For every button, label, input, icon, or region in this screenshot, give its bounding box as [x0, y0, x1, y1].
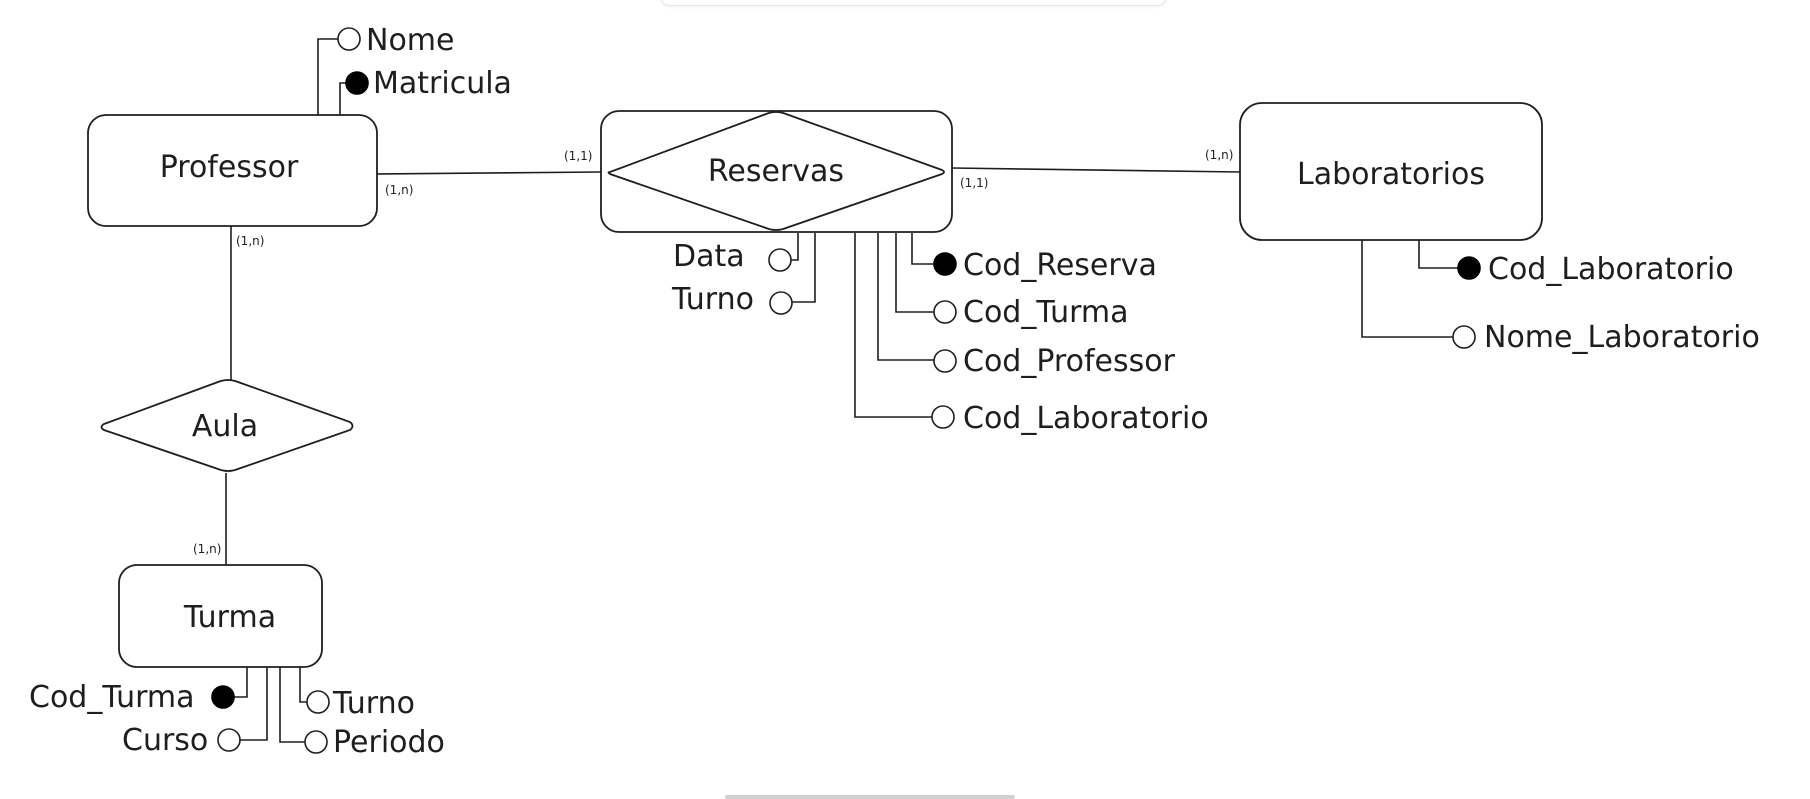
attribute-cod-turma-dot[interactable] — [933, 300, 957, 324]
connector-reservas-cod-reserva — [911, 233, 934, 265]
attribute-turma-periodo-label: Periodo — [333, 725, 445, 760]
connector-turma-cod-turma — [234, 667, 248, 698]
attribute-lab-cod-laboratorio-label: Cod_Laboratorio — [1488, 252, 1734, 287]
attribute-turno-dot[interactable] — [769, 291, 793, 315]
entity-reservas-label: Reservas — [708, 154, 844, 189]
cardinality-laboratorios-reservas: (1,n) — [1205, 148, 1233, 162]
attribute-nome-dot[interactable] — [337, 27, 361, 51]
entity-professor[interactable]: Professor — [87, 114, 378, 227]
connector-professor-nome — [317, 38, 338, 115]
connector-lab-cod-laboratorio — [1418, 240, 1458, 269]
entity-turma-label: Turma — [183, 600, 276, 635]
horizontal-scrollbar[interactable] — [725, 795, 1015, 799]
relationship-aula-label: Aula — [192, 409, 258, 444]
connector-turma-curso — [240, 667, 268, 741]
attribute-professor-nome-label: Nome — [366, 23, 454, 58]
attribute-reservas-cod-turma-label: Cod_Turma — [963, 295, 1129, 330]
relationship-aula-diamond[interactable] — [100, 379, 354, 472]
attribute-reservas-cod-reserva-label: Cod_Reserva — [963, 248, 1157, 283]
entity-turma[interactable]: Turma — [118, 564, 323, 668]
attribute-reservas-turno-label: Turno — [671, 282, 754, 317]
attribute-cod-reserva-key-dot[interactable] — [933, 252, 957, 276]
entity-laboratorios-label: Laboratorios — [1297, 157, 1485, 192]
attribute-turma-turno-dot[interactable] — [306, 690, 330, 714]
connector-turma-turno — [299, 667, 307, 703]
attribute-turma-curso-label: Curso — [122, 723, 208, 758]
attribute-cod-laboratorio-dot[interactable] — [931, 405, 955, 429]
entity-reservas[interactable]: Reservas — [600, 110, 953, 233]
attribute-cod-professor-dot[interactable] — [933, 349, 957, 373]
connector-reservas-turno — [792, 233, 816, 303]
attribute-turma-periodo-dot[interactable] — [304, 730, 328, 754]
connector-turma-periodo — [279, 667, 305, 743]
connector-reservas-data — [791, 233, 799, 261]
cardinality-professor-aula: (1,n) — [236, 234, 264, 248]
entity-professor-label: Professor — [160, 150, 299, 185]
attribute-matricula-key-dot[interactable] — [345, 71, 369, 95]
entity-laboratorios[interactable]: Laboratorios — [1239, 102, 1543, 241]
attribute-data-dot[interactable] — [768, 248, 792, 272]
connector-reservas-cod-professor — [877, 233, 934, 361]
cardinality-professor-reservas: (1,n) — [385, 183, 413, 197]
connector-lab-nome-laboratorio — [1361, 240, 1453, 338]
attribute-lab-nome-laboratorio-dot[interactable] — [1452, 325, 1476, 349]
attribute-turma-cod-turma-label: Cod_Turma — [29, 680, 195, 715]
attribute-reservas-cod-professor-label: Cod_Professor — [963, 344, 1176, 379]
relationship-reservas-diamond[interactable] — [607, 111, 945, 231]
entity-professor-box[interactable] — [87, 114, 378, 227]
attribute-reservas-data-label: Data — [673, 239, 745, 274]
attribute-reservas-cod-laboratorio-label: Cod_Laboratorio — [963, 401, 1209, 436]
cardinality-turma-aula: (1,n) — [193, 542, 221, 556]
connector-professor-matricula — [339, 82, 347, 115]
attribute-lab-cod-laboratorio-key-dot[interactable] — [1457, 256, 1481, 280]
cardinality-reservas-laboratorios: (1,1) — [960, 176, 988, 190]
relationship-aula[interactable]: Aula — [100, 379, 354, 472]
connector-reservas-cod-laboratorio — [854, 233, 932, 418]
connector-professor-reservas — [376, 171, 602, 175]
attribute-lab-nome-laboratorio-label: Nome_Laboratorio — [1484, 320, 1760, 355]
attribute-turma-curso-dot[interactable] — [217, 728, 241, 752]
attribute-turma-turno-label: Turno — [332, 686, 415, 721]
attribute-turma-cod-turma-key-dot[interactable] — [211, 685, 235, 709]
attribute-professor-matricula-label: Matricula — [373, 66, 512, 101]
entity-turma-box[interactable] — [118, 564, 323, 668]
connector-reservas-cod-turma — [895, 233, 934, 313]
cardinality-reservas-professor: (1,1) — [564, 149, 592, 163]
connector-reservas-laboratorios — [951, 167, 1241, 173]
